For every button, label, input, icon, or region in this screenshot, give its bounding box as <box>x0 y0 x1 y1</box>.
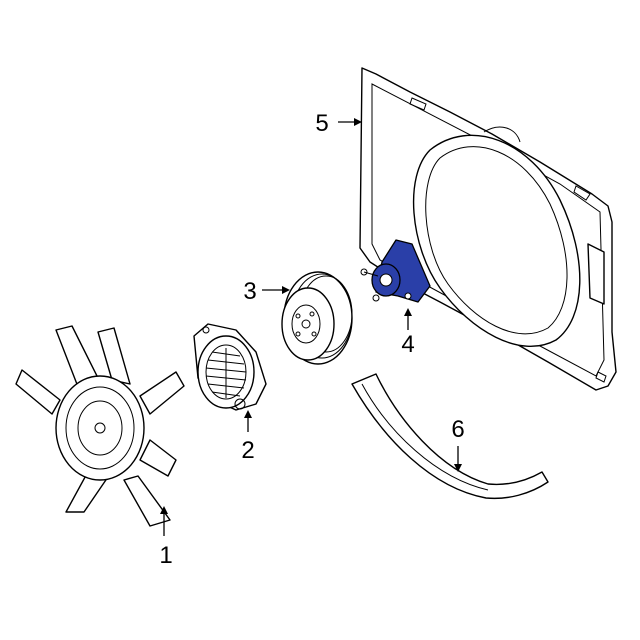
lower-shroud[interactable] <box>351 373 549 500</box>
callout-1: 1 <box>159 542 172 569</box>
callout-4: 4 <box>401 331 414 358</box>
fan-blade[interactable] <box>15 325 185 527</box>
fan-shroud[interactable] <box>359 67 617 391</box>
callout-5: 5 <box>315 110 328 137</box>
callout-2: 2 <box>241 437 254 464</box>
callout-3: 3 <box>243 278 256 305</box>
pulley[interactable] <box>281 271 353 365</box>
callout-6: 6 <box>451 416 464 443</box>
fan-clutch[interactable] <box>193 323 267 411</box>
fan-motor-bracket[interactable] <box>360 239 431 303</box>
callout-arrows <box>160 118 462 536</box>
